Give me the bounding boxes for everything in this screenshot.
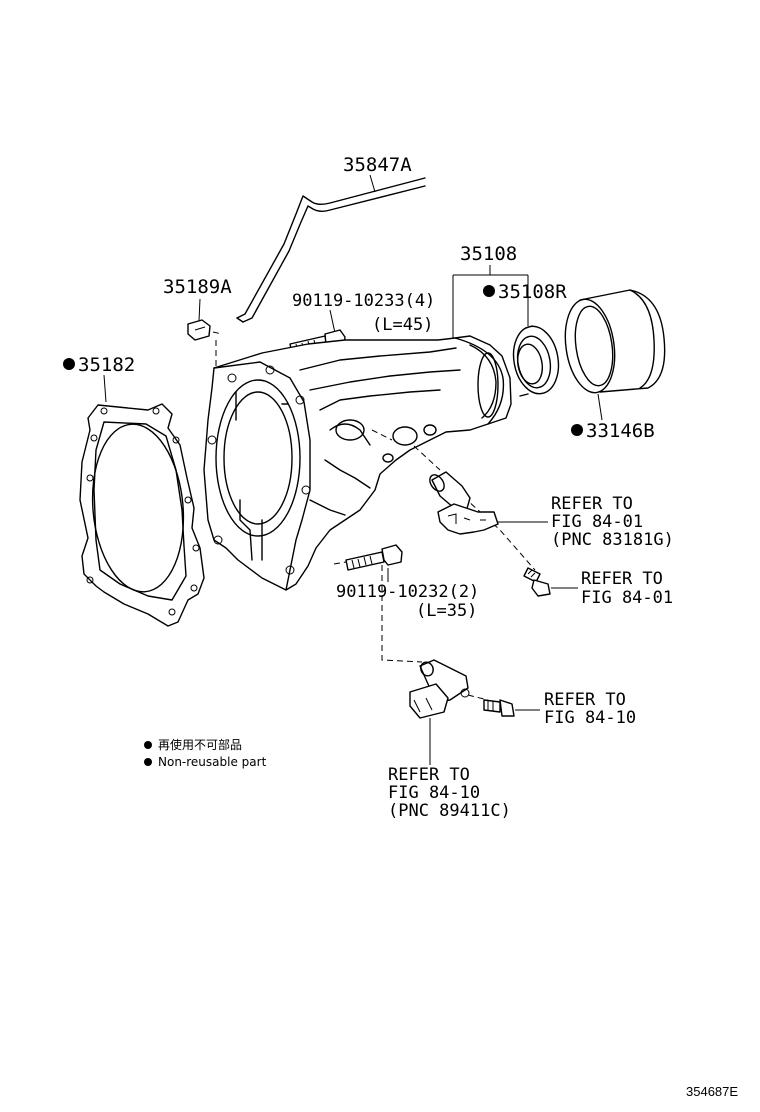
legend-bullet-1 xyxy=(144,741,152,749)
lower-sensor-bolt-part[interactable] xyxy=(483,699,515,717)
dust-cover-part[interactable] xyxy=(560,289,666,396)
ref3-line1: REFER TO xyxy=(544,690,626,710)
dash-plug xyxy=(212,331,223,335)
sensor-bolt-part[interactable] xyxy=(523,567,551,597)
label-dust-cover: 33146B xyxy=(586,420,655,442)
label-plug: 35189A xyxy=(163,276,232,298)
nonreusable-marker-oil-seal xyxy=(483,285,495,297)
leader-gasket xyxy=(103,374,107,403)
leader-bolt-upper xyxy=(329,309,336,334)
ref1-line2: FIG 84-01 xyxy=(551,512,643,532)
lower-sensor-part[interactable] xyxy=(409,659,470,719)
label-oil-seal: 35108R xyxy=(498,281,567,303)
label-housing: 35108 xyxy=(460,243,517,265)
dash-speed-sensor xyxy=(371,429,536,571)
gasket-part[interactable] xyxy=(79,403,205,627)
bolt-lower-part[interactable] xyxy=(345,544,403,571)
label-bolt-lower: 90119-10232(2) xyxy=(336,582,479,602)
plug-part[interactable] xyxy=(187,319,211,341)
dash-lower-sensor xyxy=(381,565,423,663)
leader-housing xyxy=(452,265,529,338)
extension-housing-part[interactable] xyxy=(203,335,512,591)
legend-line-2: Non-reusable part xyxy=(158,755,267,769)
tube-part[interactable] xyxy=(236,177,426,323)
leader-dust-cover xyxy=(597,393,603,421)
label-bolt-lower-length: (L=35) xyxy=(416,601,477,621)
label-gasket: 35182 xyxy=(78,354,135,376)
legend: 再使用不可部品 Non-reusable part xyxy=(144,737,267,769)
nonreusable-marker-dust-cover xyxy=(571,424,583,436)
ref4-line3: (PNC 89411C) xyxy=(388,801,511,821)
ref1-line1: REFER TO xyxy=(551,494,633,514)
ref2-line2: FIG 84-01 xyxy=(581,588,673,608)
label-bolt-upper-length: (L=45) xyxy=(372,315,433,335)
ref1-line3: (PNC 83181G) xyxy=(551,530,674,550)
dash-bolt-lower xyxy=(333,561,347,565)
label-tube: 35847A xyxy=(343,154,412,176)
ref4-line2: FIG 84-10 xyxy=(388,783,480,803)
ref2-line1: REFER TO xyxy=(581,569,663,589)
diagram-id: 354687E xyxy=(686,1084,738,1099)
leader-plug xyxy=(198,298,201,322)
ref3-line2: FIG 84-10 xyxy=(544,708,636,728)
speed-sensor-part[interactable] xyxy=(427,471,499,535)
ref4-line1: REFER TO xyxy=(388,765,470,785)
legend-line-1: 再使用不可部品 xyxy=(158,737,242,752)
leader-tube xyxy=(369,174,376,193)
label-bolt-upper: 90119-10233(4) xyxy=(292,291,435,311)
dash-lower-bolt xyxy=(467,694,489,701)
nonreusable-marker-gasket xyxy=(63,358,75,370)
oil-seal-part[interactable] xyxy=(508,323,563,398)
legend-bullet-2 xyxy=(144,758,152,766)
